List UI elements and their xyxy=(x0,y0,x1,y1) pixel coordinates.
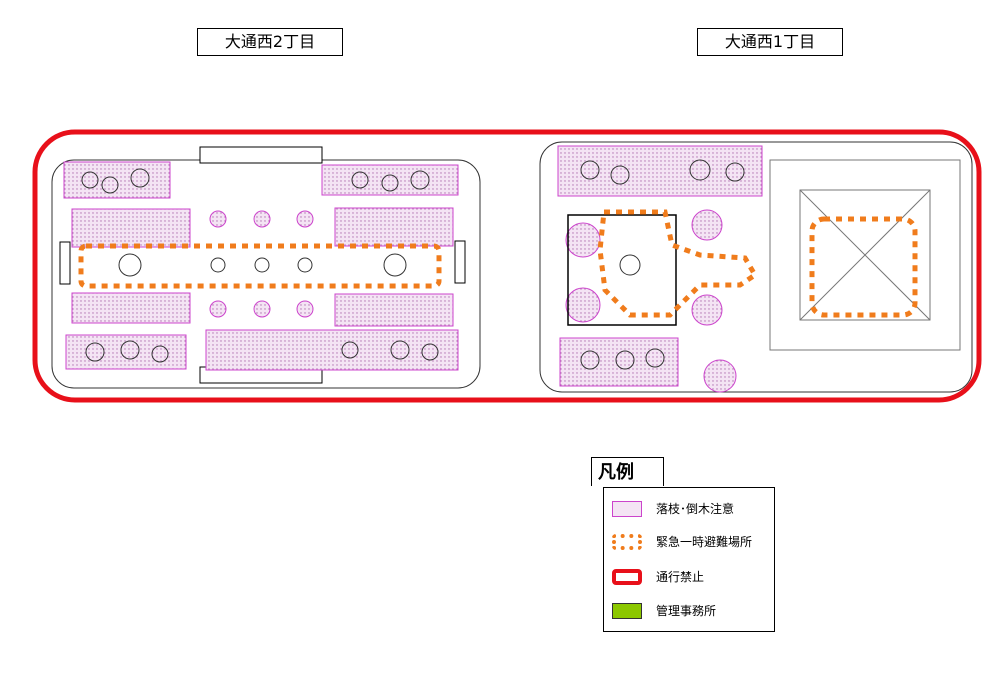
legend-label: 緊急一時避難場所 xyxy=(656,535,753,549)
legend-label: 落枝･倒木注意 xyxy=(656,502,735,516)
west2-park xyxy=(51,146,481,389)
hatch-swatch-icon xyxy=(612,500,642,517)
evacuation-area xyxy=(809,216,918,318)
block-label-west2: 大通西2丁目 xyxy=(197,28,343,56)
legend: 落枝･倒木注意 緊急一時避難場所 通行禁止 管理事務所 xyxy=(603,487,775,632)
evacuation-area xyxy=(78,243,442,289)
legend-title: 凡例 xyxy=(591,457,664,486)
legend-item-office: 管理事務所 xyxy=(612,602,716,619)
legend-item-caution: 落枝･倒木注意 xyxy=(612,500,734,517)
no-entry-zone xyxy=(32,129,982,403)
west1-park xyxy=(539,141,973,393)
block-label-west1: 大通西1丁目 xyxy=(697,28,843,56)
caution-areas xyxy=(63,161,459,371)
red-frame-swatch-icon xyxy=(612,568,642,585)
legend-item-no-entry: 通行禁止 xyxy=(612,568,704,585)
dotted-swatch-icon xyxy=(612,533,642,550)
legend-label: 通行禁止 xyxy=(656,570,705,584)
legend-label: 管理事務所 xyxy=(656,604,717,618)
evacuation-area xyxy=(597,209,759,318)
legend-item-evacuation: 緊急一時避難場所 xyxy=(612,533,752,550)
green-swatch-icon xyxy=(612,602,642,619)
